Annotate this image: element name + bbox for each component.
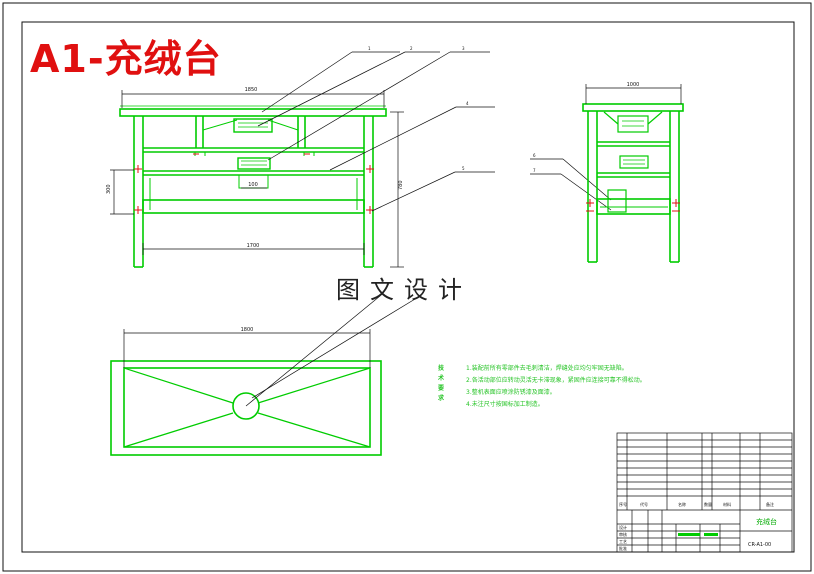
dim-front-inner-width: 1700	[247, 243, 260, 249]
leader-lines	[257, 51, 612, 212]
dim-front-top-width: 1850	[245, 87, 258, 93]
tb-header-remark: 备注	[766, 501, 774, 507]
side-dimensions	[585, 84, 682, 104]
tb-header-name: 名称	[678, 501, 686, 507]
tb-header-code: 代号	[640, 501, 648, 507]
dim-front-small: 100	[248, 182, 258, 188]
title-block-fill	[678, 533, 718, 536]
balloon-2: 2	[410, 46, 413, 51]
balloon-5: 5	[462, 166, 465, 171]
sheet-inner-border	[21, 21, 795, 553]
balloon-labels: 1 2 3 4 5 6 7	[368, 46, 536, 173]
tb-header-no: 序号	[619, 501, 627, 507]
side-red-marks	[586, 199, 680, 212]
tb-drawing-number: CR-A1-00	[748, 542, 771, 548]
note-line-4: 4.未注尺寸按国标加工制造。	[466, 401, 544, 408]
front-view	[119, 105, 387, 268]
balloon-3: 3	[462, 46, 465, 51]
side-view	[582, 103, 684, 263]
front-red-marks	[134, 153, 374, 214]
tb-sign-check: 审核	[619, 531, 627, 537]
watermark-text: 图文设计	[336, 276, 472, 304]
dim-front-height: 780	[398, 180, 404, 190]
balloon-6: 6	[533, 153, 536, 158]
dim-side-top-width: 1000	[627, 82, 640, 88]
title-block	[616, 432, 793, 553]
title-block-text: 序号 代号 名称 数量 材料 备注 设计 审核 工艺 批准 充绒台 CR-A1-…	[619, 501, 777, 551]
note-line-3: 3.整机表面应喷涂防锈漆及面漆。	[466, 389, 556, 396]
drawing-title: A1-充绒台	[30, 37, 222, 81]
tb-header-qty: 数量	[704, 501, 712, 507]
tb-sign-process: 工艺	[619, 539, 627, 544]
note-line-1: 1.装配前所有零部件去毛刺清洁，焊缝处应均匀牢固无缺陷。	[466, 365, 628, 372]
dim-front-side: 300	[106, 184, 112, 194]
tb-sign-design: 设计	[619, 524, 627, 530]
dim-plan-width: 1800	[241, 327, 254, 333]
plan-view	[110, 360, 382, 456]
plan-dimensions	[123, 295, 421, 407]
balloon-7: 7	[533, 168, 536, 173]
balloon-4: 4	[466, 101, 469, 106]
notes-title: 技术要求	[438, 365, 445, 402]
tb-drawing-name: 充绒台	[756, 517, 777, 526]
tb-header-material: 材料	[723, 501, 731, 507]
note-line-2: 2.各活动部位应转动灵活无卡滞现象，紧固件应连接可靠不得松动。	[466, 377, 646, 384]
balloon-1: 1	[368, 46, 371, 51]
front-dimensions	[110, 90, 404, 268]
tb-sign-approve: 批准	[619, 545, 627, 551]
